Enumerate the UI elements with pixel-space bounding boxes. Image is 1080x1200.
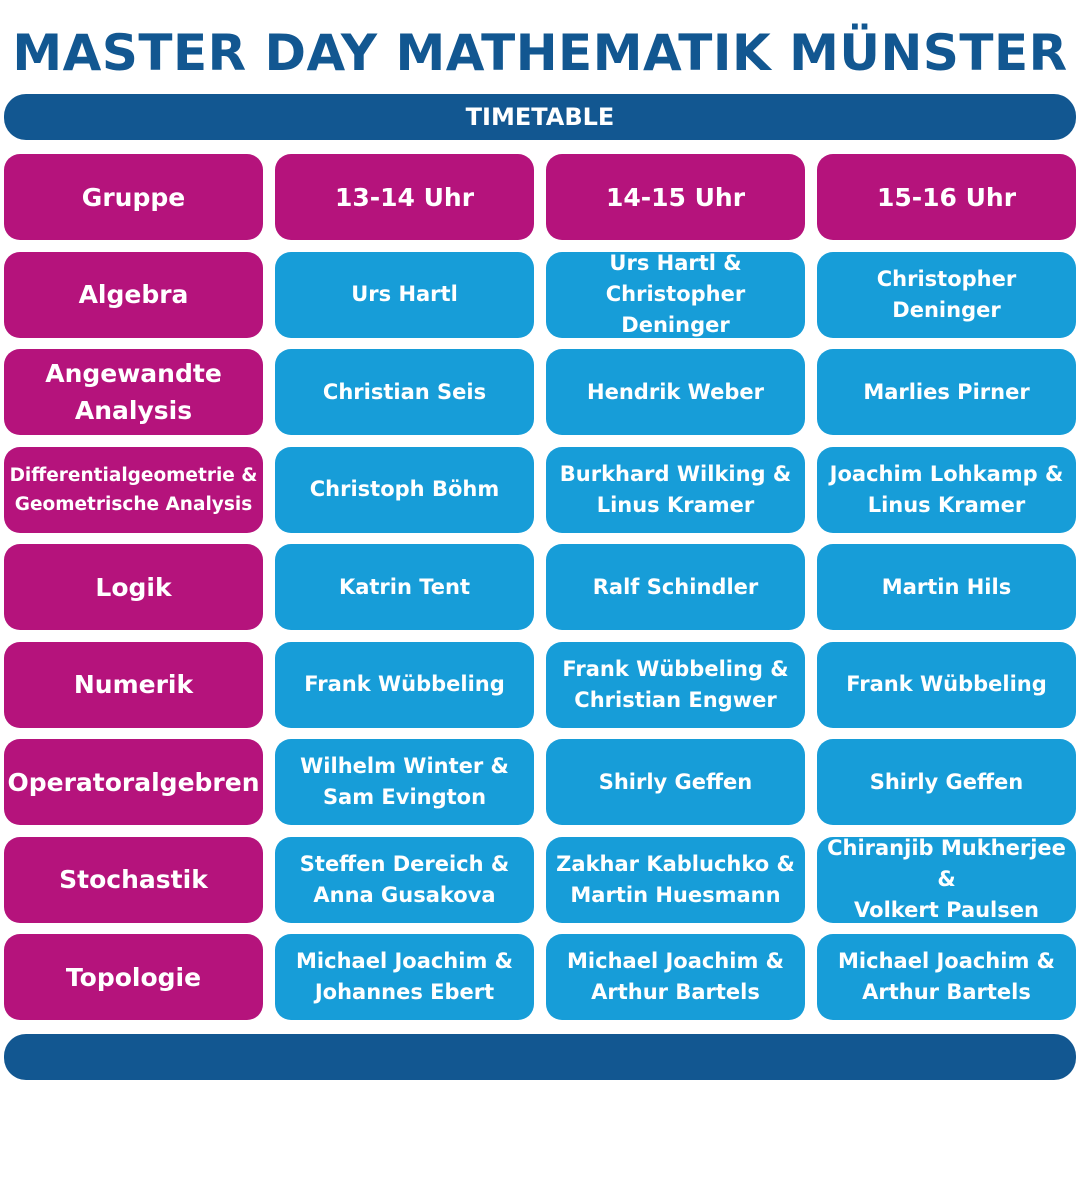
slot-numerik-3: Frank Wübbeling xyxy=(817,641,1076,728)
footer-banner xyxy=(4,1034,1076,1080)
slot-logik-3: Martin Hils xyxy=(817,544,1076,630)
slot-topologie-3: Michael Joachim & Arthur Bartels xyxy=(817,934,1076,1020)
page-title: MASTER DAY MATHEMATIK MÜNSTER xyxy=(12,24,1068,82)
slot-differentialgeometrie-1: Christoph Böhm xyxy=(275,446,534,533)
slot-operatoralgebren-1: Wilhelm Winter & Sam Evington xyxy=(275,739,534,825)
slot-numerik-2: Frank Wübbeling & Christian Engwer xyxy=(546,641,805,728)
group-numerik: Numerik xyxy=(4,641,263,728)
group-angewandte-analysis: Angewandte Analysis xyxy=(4,349,263,435)
group-topologie: Topologie xyxy=(4,934,263,1020)
slot-algebra-3: Christopher Deninger xyxy=(817,251,1076,338)
column-header-group: Gruppe xyxy=(4,154,263,240)
slot-algebra-1: Urs Hartl xyxy=(275,251,534,338)
group-stochastik: Stochastik xyxy=(4,836,263,923)
slot-stochastik-2: Zakhar Kabluchko & Martin Huesmann xyxy=(546,836,805,923)
slot-logik-1: Katrin Tent xyxy=(275,544,534,630)
group-operatoralgebren: Operatoralgebren xyxy=(4,739,263,825)
slot-stochastik-1: Steffen Dereich & Anna Gusakova xyxy=(275,836,534,923)
slot-operatoralgebren-3: Shirly Geffen xyxy=(817,739,1076,825)
slot-logik-2: Ralf Schindler xyxy=(546,544,805,630)
group-algebra: Algebra xyxy=(4,251,263,338)
column-header-slot-2: 14-15 Uhr xyxy=(546,154,805,240)
slot-operatoralgebren-2: Shirly Geffen xyxy=(546,739,805,825)
slot-topologie-1: Michael Joachim & Johannes Ebert xyxy=(275,934,534,1020)
group-differentialgeometrie: Differentialgeometrie & Geometrische Ana… xyxy=(4,446,263,533)
column-header-slot-3: 15-16 Uhr xyxy=(817,154,1076,240)
slot-angewandte-analysis-1: Christian Seis xyxy=(275,349,534,435)
column-header-slot-1: 13-14 Uhr xyxy=(275,154,534,240)
slot-differentialgeometrie-2: Burkhard Wilking & Linus Kramer xyxy=(546,446,805,533)
slot-angewandte-analysis-2: Hendrik Weber xyxy=(546,349,805,435)
slot-algebra-2: Urs Hartl & Christopher Deninger xyxy=(546,251,805,338)
slot-stochastik-3: Chiranjib Mukherjee & Volkert Paulsen xyxy=(817,836,1076,923)
slot-differentialgeometrie-3: Joachim Lohkamp & Linus Kramer xyxy=(817,446,1076,533)
slot-numerik-1: Frank Wübbeling xyxy=(275,641,534,728)
group-logik: Logik xyxy=(4,544,263,630)
timetable-banner: TIMETABLE xyxy=(4,94,1076,140)
slot-angewandte-analysis-3: Marlies Pirner xyxy=(817,349,1076,435)
timetable-grid: Gruppe 13-14 Uhr 14-15 Uhr 15-16 Uhr Alg… xyxy=(4,154,1076,1020)
slot-topologie-2: Michael Joachim & Arthur Bartels xyxy=(546,934,805,1020)
